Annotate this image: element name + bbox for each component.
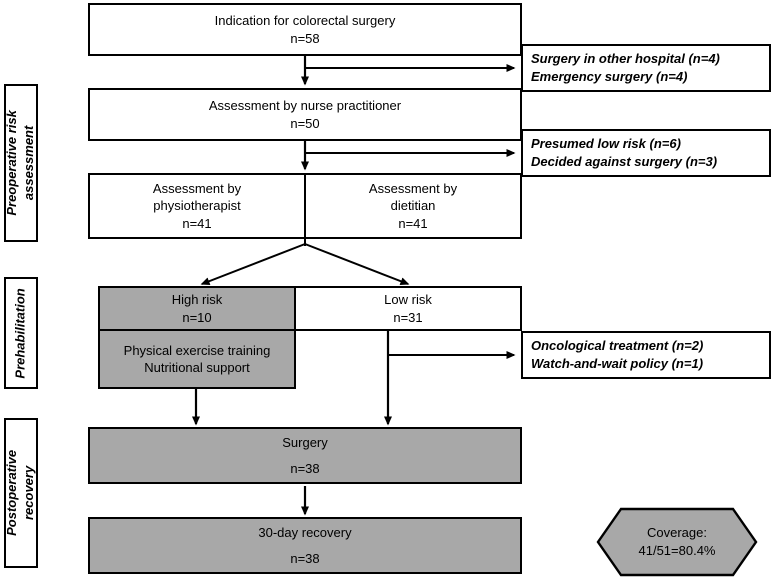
exclusion-box-after-low-risk[interactable]: Oncological treatment (n=2) Watch-and-wa… (521, 331, 771, 379)
node-count: n=50 (290, 115, 320, 131)
node-prehabilitation-program[interactable]: Physical exercise training Nutritional s… (98, 329, 296, 389)
exclusion-line1: Presumed low risk (n=6) (531, 136, 681, 152)
exclusion-box-after-indication[interactable]: Surgery in other hospital (n=4) Emergenc… (521, 44, 771, 92)
coverage-hexagon[interactable]: Coverage: 41/51=80.4% (596, 507, 758, 577)
connector-assessment-split (200, 239, 410, 286)
phase-label-prehabilitation: Prehabilitation (4, 277, 38, 389)
exclusion-line1: Surgery in other hospital (n=4) (531, 51, 720, 67)
node-count: n=38 (290, 460, 320, 476)
phase-label-line2: recovery (21, 465, 37, 521)
hexagon-shape (596, 507, 758, 577)
phase-label-text: Postoperative recovery (4, 450, 38, 536)
phase-label-line1: Prehabilitation (12, 287, 28, 379)
node-label-line2: physiotherapist (153, 198, 241, 214)
node-label: 30-day recovery (258, 525, 352, 541)
phase-label-line1: Preoperative risk (4, 110, 20, 216)
node-assessment-by-physiotherapist[interactable]: Assessment by physiotherapist n=41 (88, 173, 306, 239)
node-count: n=41 (182, 215, 212, 231)
phase-label-text: Preoperative risk assessment (4, 110, 38, 216)
node-label-line1: Assessment by (152, 181, 242, 197)
coverage-line1: Coverage: (647, 525, 707, 541)
phase-label-line2: assessment (21, 125, 37, 201)
node-30-day-recovery[interactable]: 30-day recovery n=38 (88, 517, 522, 574)
node-indication-for-colorectal-surgery[interactable]: Indication for colorectal surgery n=58 (88, 3, 522, 56)
node-label-line2: dietitian (390, 198, 436, 214)
node-surgery[interactable]: Surgery n=38 (88, 427, 522, 484)
phase-label-line1: Postoperative (4, 450, 20, 536)
node-assessment-by-nurse-practitioner[interactable]: Assessment by nurse practitioner n=50 (88, 88, 522, 141)
node-count: n=58 (290, 30, 320, 46)
phase-label-preoperative-risk-assessment: Preoperative risk assessment (4, 84, 38, 242)
coverage-line2: 41/51=80.4% (638, 543, 716, 558)
exclusion-line2: Watch-and-wait policy (n=1) (531, 356, 704, 371)
node-label-line1: Physical exercise training (123, 342, 271, 358)
node-high-risk[interactable]: High risk n=10 (98, 286, 296, 331)
phase-label-text: Prehabilitation (13, 288, 30, 378)
node-label: Indication for colorectal surgery (214, 13, 396, 29)
node-count: n=41 (398, 215, 428, 231)
exclusion-box-after-nurse-assessment[interactable]: Presumed low risk (n=6) Decided against … (521, 129, 771, 177)
node-label-line1: Assessment by (368, 181, 458, 197)
node-count: n=10 (182, 309, 212, 325)
node-count: n=38 (290, 550, 320, 566)
node-count: n=31 (393, 309, 423, 325)
node-label: Assessment by nurse practitioner (208, 98, 402, 114)
exclusion-line1: Oncological treatment (n=2) (531, 338, 704, 354)
node-label: Low risk (384, 292, 432, 308)
phase-label-postoperative-recovery: Postoperative recovery (4, 418, 38, 568)
coverage-label: Coverage: 41/51=80.4% (596, 507, 758, 577)
node-low-risk[interactable]: Low risk n=31 (294, 286, 522, 331)
exclusion-line2: Emergency surgery (n=4) (531, 69, 688, 84)
exclusion-line2: Decided against surgery (n=3) (531, 154, 718, 169)
node-assessment-by-dietitian[interactable]: Assessment by dietitian n=41 (304, 173, 522, 239)
node-label-line2: Nutritional support (144, 360, 250, 375)
node-label: Surgery (282, 435, 328, 451)
node-label: High risk (171, 292, 223, 308)
